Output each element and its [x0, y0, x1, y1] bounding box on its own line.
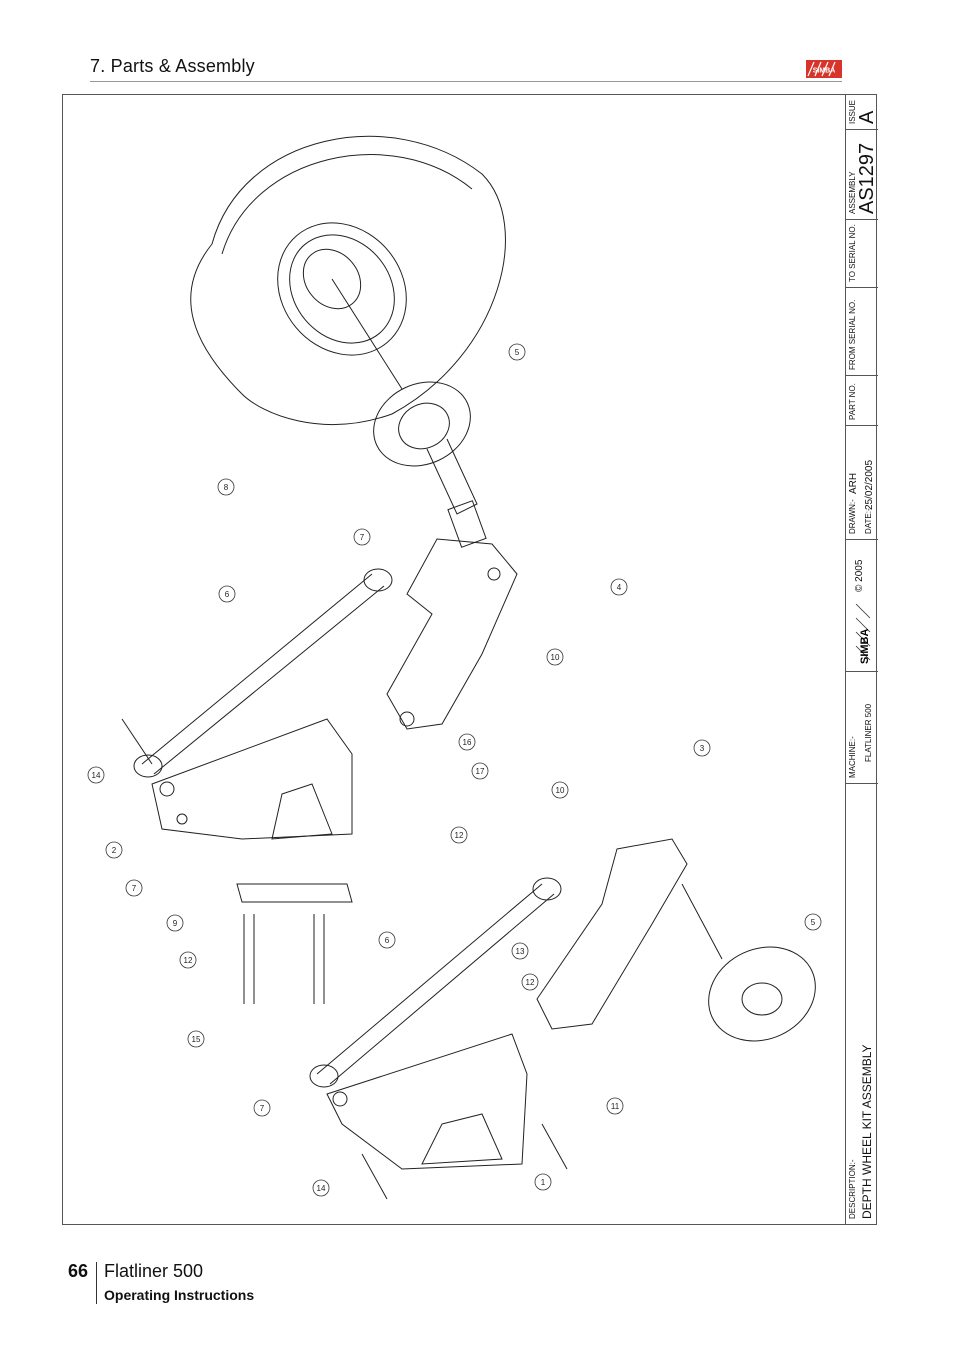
- callout-4: 4: [617, 583, 622, 592]
- page-number: 66: [68, 1261, 89, 1281]
- callout-14b: 14: [317, 1184, 326, 1193]
- tb-part-no: PART NO.: [846, 376, 878, 426]
- frame-bracket-lower: [326, 1033, 568, 1200]
- tb-assembly: ASSEMBLY AS1297: [846, 130, 878, 220]
- title-block: ISSUE A ASSEMBLY AS1297 TO SERIAL NO. FR…: [845, 94, 878, 1225]
- callout-bubbles: [87, 343, 822, 1197]
- link-rod-lower: [309, 877, 562, 1088]
- footer-subtitle: Operating Instructions: [104, 1287, 255, 1303]
- arm-bracket-lower: [536, 838, 816, 1042]
- callout-13: 13: [516, 947, 525, 956]
- svg-text:SIMBA: SIMBA: [859, 629, 871, 665]
- tb-to-serial: TO SERIAL NO.: [846, 220, 878, 288]
- callout-6: 6: [225, 590, 230, 599]
- tb-from-serial: FROM SERIAL NO.: [846, 288, 878, 376]
- callout-labels: 5 8 7 6 4 10 14 16 17 2 12 3 10 7 9 5 6 …: [92, 348, 816, 1193]
- drawing-frame: [62, 94, 877, 1225]
- description-value: DEPTH WHEEL KIT ASSEMBLY: [860, 1044, 874, 1220]
- callout-14: 14: [92, 771, 101, 780]
- date-label: DATE:-: [864, 508, 873, 534]
- callout-3: 3: [700, 744, 705, 753]
- tb-description: DESCRIPTION:- DEPTH WHEEL KIT ASSEMBLY: [846, 784, 878, 1225]
- description-label: DESCRIPTION:-: [848, 1159, 857, 1219]
- callout-17: 17: [476, 767, 485, 776]
- link-rod-upper: [121, 568, 393, 778]
- callout-5b: 5: [811, 918, 816, 927]
- callout-8: 8: [224, 483, 229, 492]
- callout-10b: 10: [556, 786, 565, 795]
- part-no-label: PART NO.: [848, 383, 857, 420]
- footer-divider: [96, 1262, 97, 1304]
- callout-7b: 7: [132, 884, 137, 893]
- callout-12: 12: [455, 831, 464, 840]
- callout-11: 11: [611, 1102, 620, 1111]
- to-serial-label: TO SERIAL NO.: [848, 224, 857, 282]
- callout-10: 10: [551, 653, 560, 662]
- exploded-parts-drawing: 5 8 7 6 4 10 14 16 17 2 12 3 10 7 9 5 6 …: [87, 135, 822, 1200]
- callout-5: 5: [515, 348, 520, 357]
- title-block-logo: SIMBA: [855, 604, 871, 665]
- clamp-plate: [236, 883, 353, 1004]
- footer-title: Flatliner 500: [104, 1261, 204, 1281]
- simba-logo: SIMBA: [806, 60, 842, 78]
- tb-issue: ISSUE A: [846, 94, 878, 130]
- callout-9: 9: [173, 919, 178, 928]
- svg-text:SIMBA: SIMBA: [813, 68, 836, 75]
- date-value: 25/02/2005: [864, 459, 875, 510]
- callout-15: 15: [192, 1035, 201, 1044]
- drawn-label: DRAWN:-: [848, 499, 857, 534]
- section-title: 7. Parts & Assembly: [90, 56, 255, 76]
- from-serial-label: FROM SERIAL NO.: [848, 299, 857, 370]
- machine-value: FLATLINER 500: [864, 703, 873, 762]
- machine-label: MACHINE:-: [848, 736, 857, 778]
- hub-upper: [373, 381, 487, 548]
- header-rule: [90, 81, 842, 82]
- assembly-value: AS1297: [856, 142, 878, 214]
- wheel-tyre: [190, 135, 506, 425]
- arm-bracket-upper: [386, 538, 518, 730]
- tb-logo: © 2005 SIMBA: [846, 540, 878, 672]
- callout-16: 16: [463, 738, 472, 747]
- callout-7: 7: [360, 533, 365, 542]
- callout-12c: 12: [184, 956, 193, 965]
- frame-bracket-upper: [151, 718, 353, 840]
- issue-value: A: [856, 110, 878, 124]
- tb-machine: MACHINE:- FLATLINER 500: [846, 672, 878, 784]
- drawn-value: ARH: [848, 472, 859, 494]
- callout-2: 2: [112, 846, 117, 855]
- callout-7c: 7: [260, 1104, 265, 1113]
- callout-1: 1: [541, 1178, 546, 1187]
- tb-drawn: DRAWN:- ARH DATE:- 25/02/2005: [846, 426, 878, 540]
- callout-6b: 6: [385, 936, 390, 945]
- callout-12b: 12: [526, 978, 535, 987]
- copyright: © 2005: [854, 559, 865, 592]
